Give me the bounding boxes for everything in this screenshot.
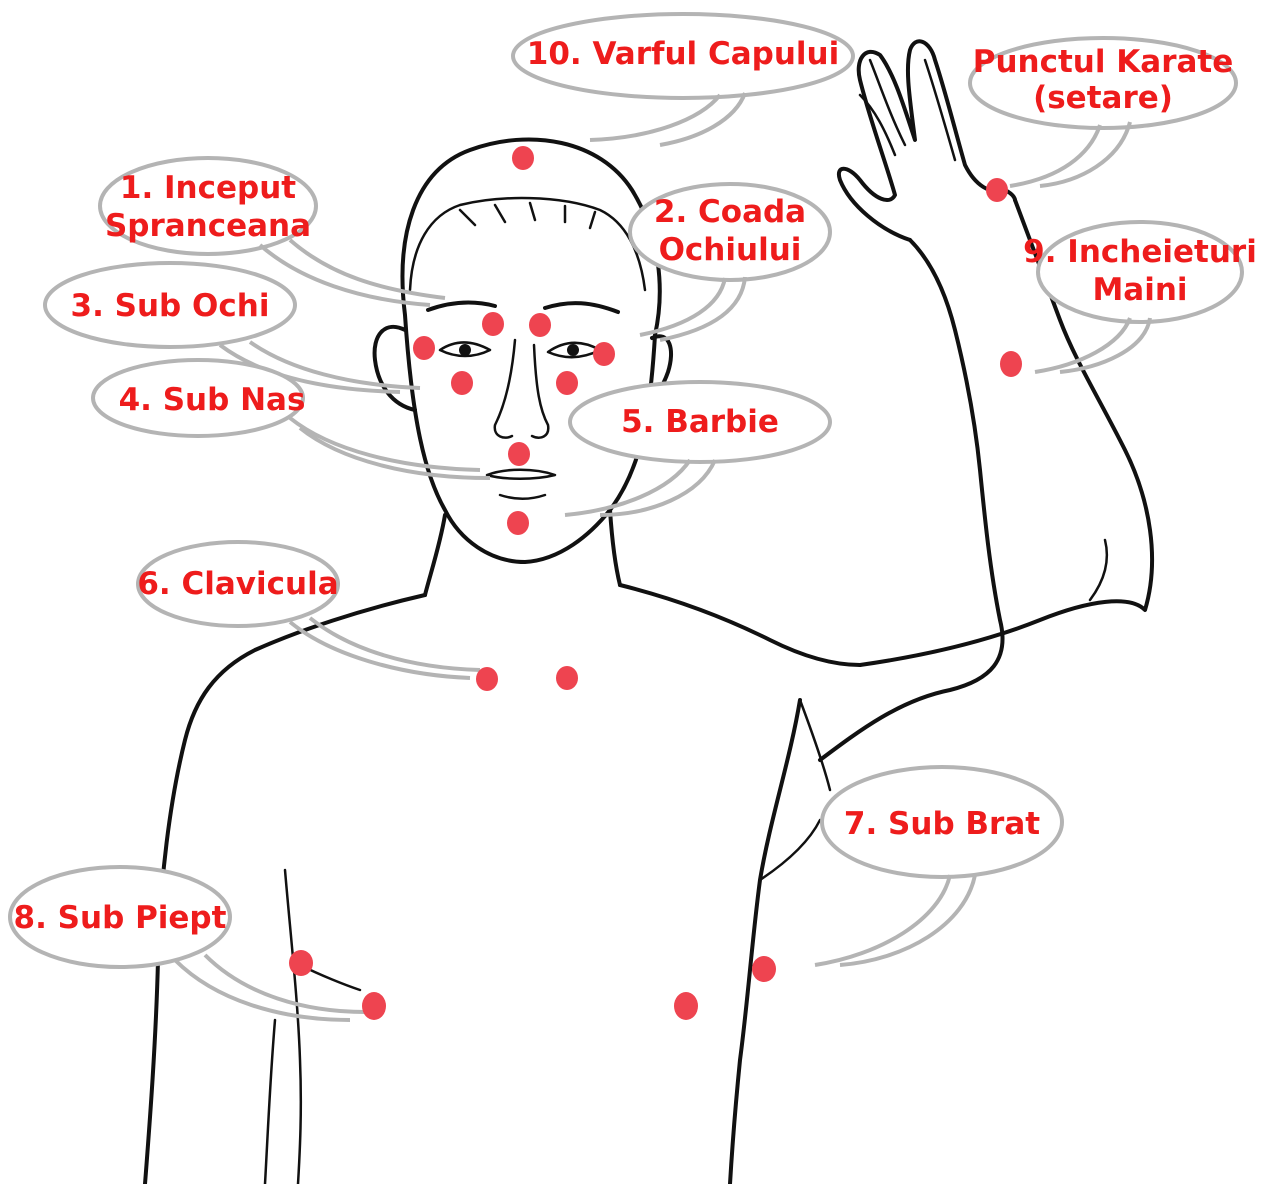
point-eyebrow-left bbox=[482, 312, 504, 336]
upper-arm-inner bbox=[820, 240, 1003, 760]
point-under-arm bbox=[752, 956, 776, 982]
elbow-crease bbox=[1090, 540, 1107, 600]
label-under-breast: 8. Sub Piept bbox=[14, 900, 227, 936]
left-pupil bbox=[459, 344, 471, 356]
tail-under-breast bbox=[175, 955, 365, 1020]
right-pupil bbox=[567, 344, 579, 356]
left-arm-line bbox=[265, 1020, 275, 1184]
label-side-of-eye-line1: 2. Coada bbox=[654, 194, 806, 230]
point-under-nose bbox=[508, 442, 530, 466]
right-torso-side bbox=[730, 700, 800, 1184]
point-chin bbox=[507, 511, 529, 535]
neck-right bbox=[610, 510, 620, 585]
tail-under-arm bbox=[815, 875, 975, 965]
label-top-of-head: 10. Varful Capului bbox=[527, 36, 839, 72]
tail-under-nose bbox=[290, 418, 490, 478]
point-side-of-eye-left bbox=[413, 336, 435, 360]
label-eyebrow-line1: 1. Inceput bbox=[120, 170, 296, 206]
point-wrist bbox=[1000, 351, 1022, 377]
neck-left bbox=[425, 515, 445, 595]
point-collarbone-left bbox=[476, 667, 498, 691]
point-karate-chop bbox=[986, 178, 1008, 202]
point-under-breast-right bbox=[674, 992, 698, 1020]
labels: 10. Varful Capului Punctul Karate (setar… bbox=[14, 36, 1257, 936]
tail-top-of-head bbox=[590, 93, 745, 145]
tapping-points bbox=[289, 146, 1022, 1020]
mouth bbox=[487, 470, 555, 499]
label-side-of-eye-line2: Ochiului bbox=[659, 232, 802, 268]
hair-texture bbox=[460, 203, 595, 228]
label-under-eye: 3. Sub Ochi bbox=[71, 288, 270, 324]
point-side-of-eye-right bbox=[593, 342, 615, 366]
nose bbox=[495, 340, 548, 438]
label-karate-chop-line2: (setare) bbox=[1033, 80, 1173, 116]
label-wrist-line2: Maini bbox=[1092, 272, 1187, 308]
label-karate-chop-line1: Punctul Karate bbox=[973, 44, 1234, 80]
label-bubbles bbox=[10, 14, 1242, 1020]
label-collarbone: 6. Clavicula bbox=[137, 566, 338, 602]
tail-wrist bbox=[1035, 318, 1150, 372]
label-under-arm: 7. Sub Brat bbox=[844, 806, 1040, 842]
right-eyebrow bbox=[545, 303, 618, 312]
point-top-of-head bbox=[512, 146, 534, 170]
tail-karate-chop bbox=[1010, 122, 1130, 186]
label-wrist-line1: 9. Incheieturi bbox=[1023, 234, 1257, 270]
label-under-nose: 4. Sub Nas bbox=[119, 382, 306, 418]
hair-line bbox=[410, 198, 645, 290]
point-collarbone-right bbox=[556, 666, 578, 690]
point-under-eye-left bbox=[451, 371, 473, 395]
label-chin: 5. Barbie bbox=[621, 404, 779, 440]
left-torso-line bbox=[285, 870, 301, 1184]
point-under-breast-mid bbox=[362, 992, 386, 1020]
point-under-eye-right bbox=[556, 371, 578, 395]
tail-chin bbox=[565, 460, 715, 515]
point-eyebrow-right bbox=[529, 313, 551, 337]
left-eyebrow bbox=[428, 303, 495, 310]
point-under-breast-left bbox=[289, 950, 313, 976]
right-shoulder bbox=[620, 585, 860, 665]
label-eyebrow-line2: Spranceana bbox=[105, 208, 311, 244]
tail-side-of-eye bbox=[640, 277, 745, 340]
